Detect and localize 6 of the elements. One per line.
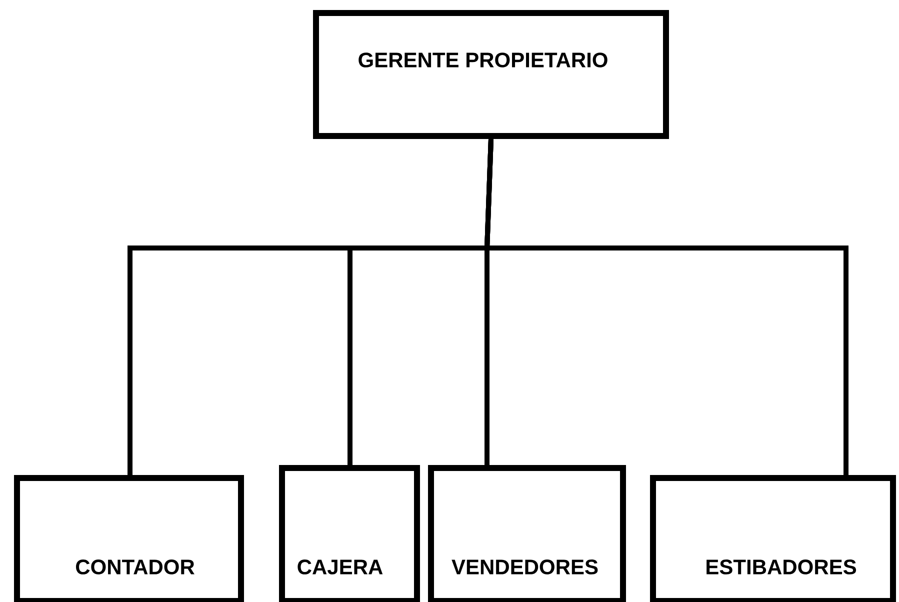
org-box: VENDEDORES bbox=[428, 465, 626, 602]
org-box: CONTADOR bbox=[14, 475, 244, 602]
org-box: ESTIBADORES bbox=[650, 475, 896, 602]
org-box: GERENTE PROPIETARIO bbox=[313, 10, 669, 139]
org-box: CAJERA bbox=[279, 465, 420, 602]
connector-line bbox=[484, 138, 848, 476]
